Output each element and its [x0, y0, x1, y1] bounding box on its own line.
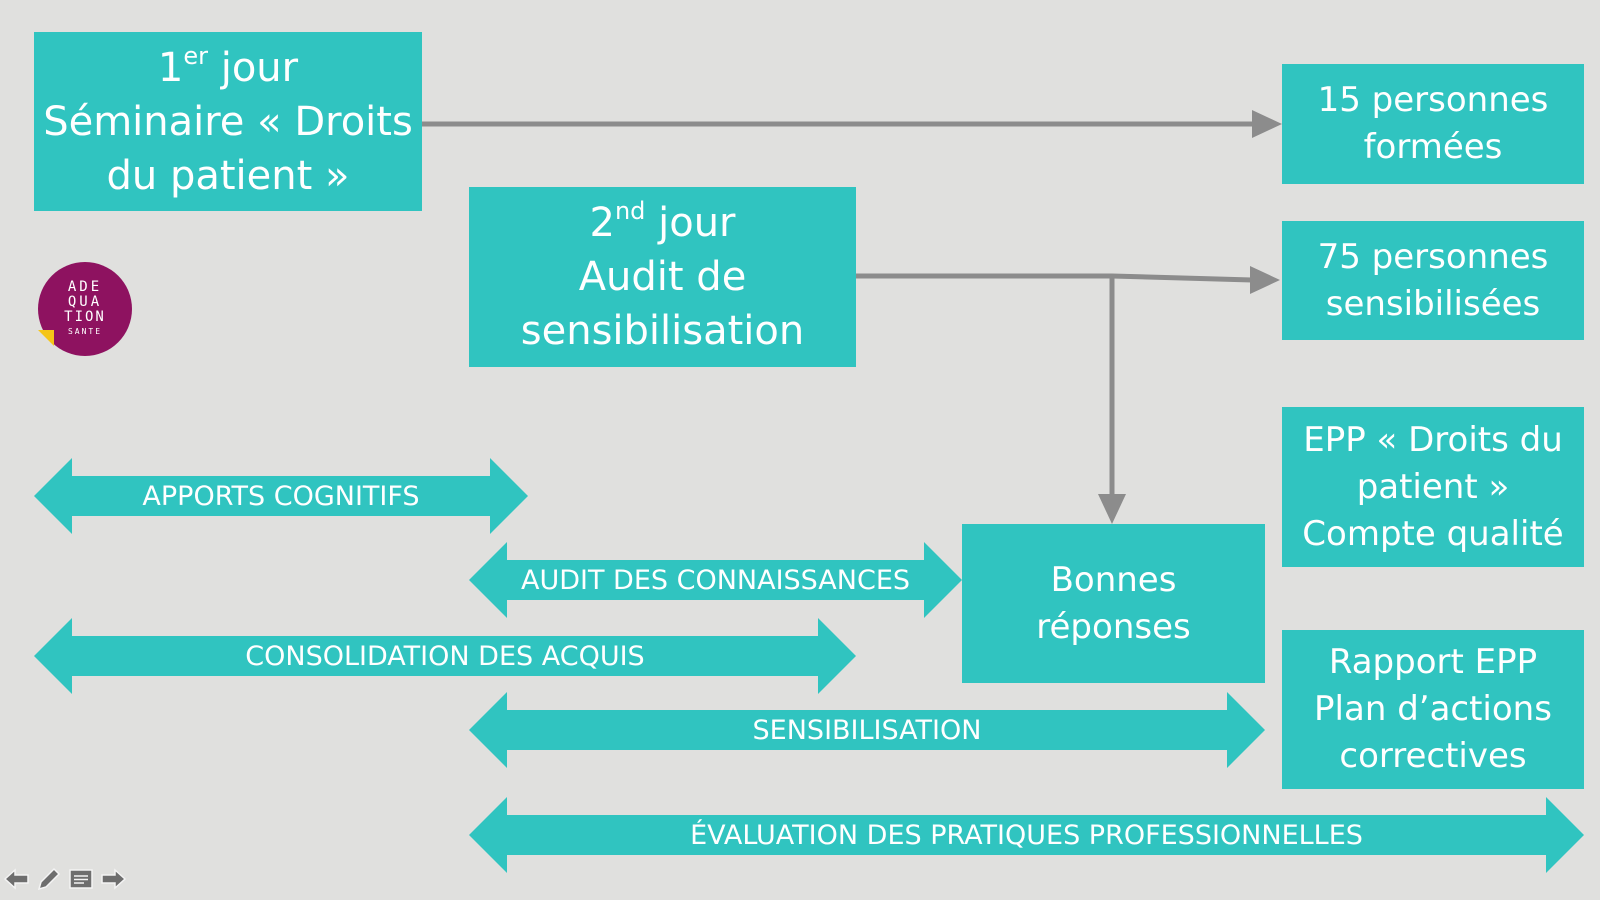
logo-text-row3: TION [64, 309, 106, 325]
arrow-right-icon[interactable] [100, 866, 126, 892]
phase-arrow-sensitization-shape [469, 692, 1265, 768]
arrow-day2-to-sensitized [856, 266, 1280, 294]
outcome-epp-line2: patient » [1356, 466, 1510, 507]
arrow-day1-to-trained [422, 110, 1282, 138]
day1-title-line2: du patient » [106, 152, 350, 199]
day1-seminar-box: 1er jour Séminaire « Droits du patient » [34, 32, 422, 211]
phase-arrow-epp-shape [469, 797, 1584, 873]
arrow-left-icon[interactable] [4, 866, 30, 892]
day2-ordinal: nd [614, 197, 646, 226]
logo-text-row2: QUA [67, 294, 103, 310]
outcome-trained-box: 15 personnes formées [1282, 64, 1584, 184]
outcome-trained-line1: 15 personnes [1317, 80, 1549, 120]
phase-label-cognitive: APPORTS COGNITIFS [142, 480, 420, 512]
phase-arrow-consolidation-shape [34, 618, 856, 694]
outcome-epp-box: EPP « Droits du patient » Compte qualité [1282, 407, 1584, 567]
phase-arrow-sensitization: SENSIBILISATION [469, 692, 1265, 768]
menu-icon[interactable] [68, 866, 94, 892]
outcome-sensitized-line1: 75 personnes [1317, 236, 1549, 277]
phase-arrow-consolidation: CONSOLIDATION DES ACQUIS [34, 618, 856, 694]
phase-arrow-cognitive: APPORTS COGNITIFS [34, 458, 528, 534]
day2-number: 2 [589, 200, 615, 246]
day1-number: 1 [157, 44, 184, 91]
phase-label-knowledge-audit: AUDIT DES CONNAISSANCES [520, 564, 911, 596]
day1-day-word: jour [220, 44, 299, 91]
outcome-report-line2: Plan d’actions [1314, 689, 1552, 729]
logo-corner-accent [38, 330, 54, 346]
good-answers-box: Bonnes réponses [962, 524, 1265, 683]
pencil-icon[interactable] [36, 866, 62, 892]
slide-navigation [4, 866, 126, 892]
outcome-report-line3: correctives [1339, 736, 1527, 776]
logo-text-row1: ADE [67, 279, 103, 295]
day1-heading: 1er jour [158, 41, 298, 95]
outcome-report-line1: Rapport EPP [1328, 642, 1538, 682]
phase-arrow-epp: ÉVALUATION DES PRATIQUES PROFESSIONNELLE… [469, 797, 1584, 873]
day1-title-line1: Séminaire « Droits [43, 98, 413, 145]
day1-ordinal: er [183, 41, 208, 70]
outcome-sensitized-box: 75 personnes sensibilisées [1282, 221, 1584, 340]
day2-audit-box: 2nd jour Audit de sensibilisation [469, 187, 856, 367]
outcome-trained-line2: formées [1363, 127, 1503, 167]
adequation-sante-logo: ADE QUA TION SANTE [38, 262, 132, 356]
phase-label-sensitization: SENSIBILISATION [752, 714, 982, 746]
outcome-sensitized-line2: sensibilisées [1325, 283, 1541, 324]
day2-title-line1: Audit de [578, 254, 747, 300]
day2-heading: 2nd jour [589, 196, 735, 250]
phase-arrow-knowledge-audit: AUDIT DES CONNAISSANCES [469, 542, 962, 618]
phase-arrow-knowledge-audit-shape [469, 542, 962, 618]
phase-label-epp: ÉVALUATION DES PRATIQUES PROFESSIONNELLE… [690, 819, 1363, 851]
outcome-epp-line1: EPP « Droits du [1303, 419, 1563, 460]
arrow-day2-to-good-answers [1098, 276, 1126, 524]
logo-text-row4: SANTE [67, 327, 103, 336]
phase-label-consolidation: CONSOLIDATION DES ACQUIS [245, 640, 645, 672]
good-answers-line2: réponses [1036, 606, 1191, 647]
phase-arrow-cognitive-shape [34, 458, 528, 534]
day2-day-word: jour [658, 200, 736, 246]
day2-title-line2: sensibilisation [520, 308, 805, 354]
outcome-epp-line3: Compte qualité [1302, 513, 1564, 554]
good-answers-line1: Bonnes [1050, 559, 1177, 600]
outcome-report-box: Rapport EPP Plan d’actions correctives [1282, 630, 1584, 789]
